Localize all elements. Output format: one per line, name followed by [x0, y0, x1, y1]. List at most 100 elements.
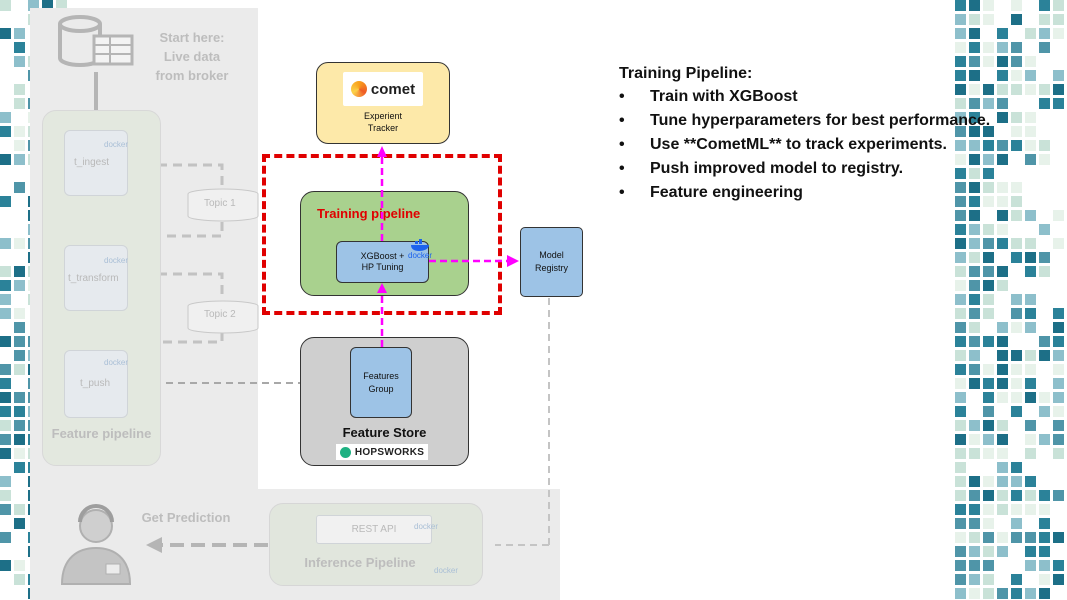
mosaic-tile [969, 140, 980, 151]
mosaic-tile [983, 238, 994, 249]
mosaic-tile [1039, 140, 1050, 151]
mosaic-tile [1011, 462, 1022, 473]
mosaic-tile [983, 252, 994, 263]
mosaic-tile [969, 280, 980, 291]
mosaic-tile [969, 252, 980, 263]
mosaic-tile [983, 378, 994, 389]
mosaic-tile [955, 238, 966, 249]
get-prediction-label: Get Prediction [141, 510, 231, 525]
mosaic-tile [0, 336, 11, 347]
mosaic-tile [955, 322, 966, 333]
mosaic-tile [1039, 532, 1050, 543]
mosaic-tile [1025, 84, 1036, 95]
mosaic-tile [1053, 0, 1064, 11]
mosaic-tile [955, 224, 966, 235]
mosaic-tile [1053, 490, 1064, 501]
mosaic-tile [997, 266, 1008, 277]
hopsworks-brand-text: HOPSWORKS [354, 446, 425, 458]
mosaic-tile [14, 560, 25, 571]
mosaic-tile [14, 140, 25, 151]
mosaic-tile [983, 490, 994, 501]
mosaic-tile [14, 322, 25, 333]
database-icon [58, 14, 136, 70]
mosaic-tile [1053, 14, 1064, 25]
mosaic-tile [969, 28, 980, 39]
mosaic-tile [0, 28, 11, 39]
mosaic-tile [1025, 434, 1036, 445]
mosaic-tile [997, 490, 1008, 501]
bullet-item: Use **CometML** to track experiments. [619, 133, 955, 157]
mosaic-tile [997, 70, 1008, 81]
mosaic-tile [983, 126, 994, 137]
mosaic-tile [983, 448, 994, 459]
mosaic-tile [1053, 532, 1064, 543]
mosaic-tile [14, 42, 25, 53]
mosaic-tile [997, 28, 1008, 39]
pipeline-arrows [377, 146, 519, 347]
bullet-item: Tune hyperparameters for best performanc… [619, 109, 990, 133]
mosaic-tile [1011, 238, 1022, 249]
mosaic-tile [955, 140, 966, 151]
mosaic-tile [1025, 350, 1036, 361]
docker-badge-push: docker [104, 358, 129, 367]
mosaic-tile [983, 98, 994, 109]
mosaic-tile [983, 196, 994, 207]
mosaic-tile [1025, 308, 1036, 319]
mosaic-tile [1025, 504, 1036, 515]
mosaic-tile [1039, 350, 1050, 361]
mosaic-tile [14, 392, 25, 403]
mosaic-tile [969, 532, 980, 543]
mosaic-tile [1011, 14, 1022, 25]
mosaic-tile [1025, 70, 1036, 81]
mosaic-tile [1025, 560, 1036, 571]
mosaic-tile [0, 112, 11, 123]
mosaic-tile [0, 476, 11, 487]
mosaic-tile [983, 532, 994, 543]
comet-experiment-tracker-box: comet Experient Tracker [316, 62, 450, 144]
mosaic-tile [997, 210, 1008, 221]
mosaic-tile [969, 518, 980, 529]
mosaic-tile [1039, 252, 1050, 263]
mosaic-tile [955, 210, 966, 221]
mosaic-tile [1039, 546, 1050, 557]
mosaic-tile [983, 560, 994, 571]
mosaic-tile [955, 518, 966, 529]
features-group-label: Features Group [363, 370, 399, 394]
features-group-box: Features Group [350, 347, 412, 418]
mosaic-tile [997, 224, 1008, 235]
mosaic-tile [1025, 448, 1036, 459]
mosaic-tile [997, 280, 1008, 291]
comet-logo-text: comet [370, 80, 416, 98]
mosaic-tile [969, 574, 980, 585]
bullet-item: Train with XGBoost [619, 85, 955, 109]
mosaic-tile [997, 112, 1008, 123]
mosaic-tile [1025, 252, 1036, 263]
mosaic-tile [955, 84, 966, 95]
mosaic-tile [0, 196, 11, 207]
description-bullet-list: Train with XGBoost Tune hyperparameters … [619, 85, 990, 205]
bullet-item: Feature engineering [619, 181, 955, 205]
mosaic-tile [969, 56, 980, 67]
mosaic-tile [1039, 504, 1050, 515]
mosaic-tile [969, 210, 980, 221]
mosaic-tile [997, 322, 1008, 333]
mosaic-tile [955, 336, 966, 347]
mosaic-tile [1039, 336, 1050, 347]
mosaic-tile [14, 350, 25, 361]
mosaic-tile [983, 336, 994, 347]
mosaic-tile [1039, 14, 1050, 25]
mosaic-tile [1011, 532, 1022, 543]
mosaic-tile [1025, 476, 1036, 487]
mosaic-tile [1011, 0, 1022, 11]
mosaic-tile [969, 168, 980, 179]
mosaic-tile [1039, 0, 1050, 11]
mosaic-tile [997, 42, 1008, 53]
mosaic-tile [0, 126, 11, 137]
description-panel: Training Pipeline: Train with XGBoost Tu… [619, 63, 990, 205]
mosaic-tile [1025, 546, 1036, 557]
mosaic-tile [983, 182, 994, 193]
mosaic-tile [1039, 588, 1050, 599]
mosaic-tile [1011, 84, 1022, 95]
mosaic-tile [955, 14, 966, 25]
mosaic-tile [1039, 266, 1050, 277]
